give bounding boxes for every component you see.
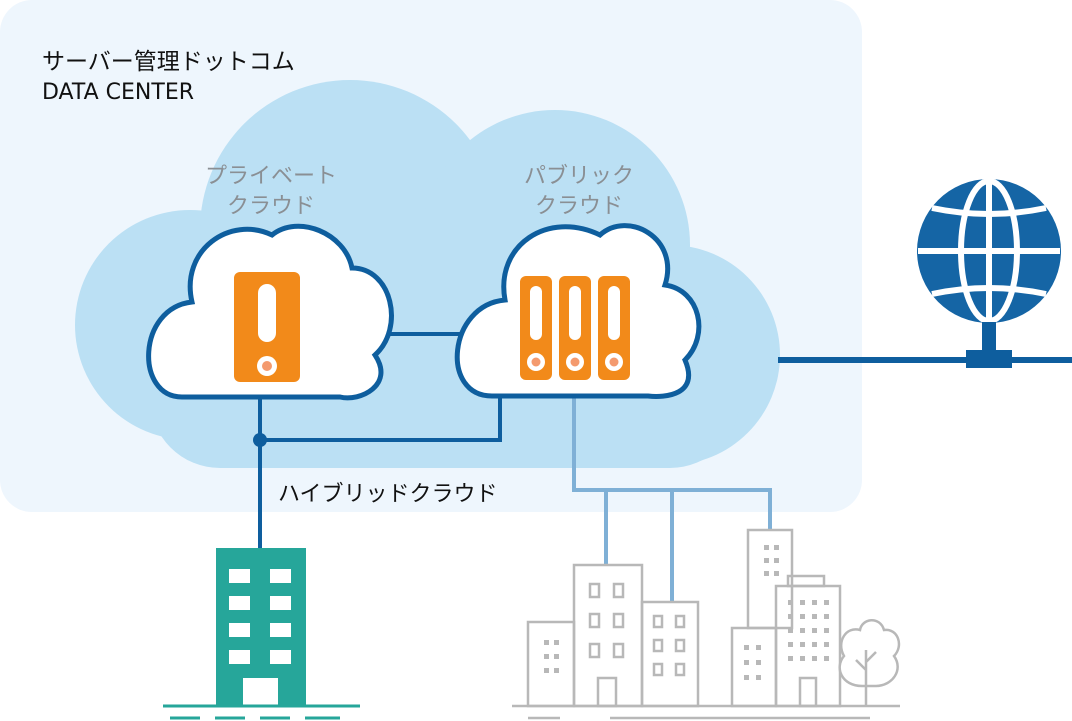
data-center-subtitle: DATA CENTER <box>42 80 195 105</box>
server-rack-icon <box>520 276 630 380</box>
city-buildings-icon <box>512 528 900 720</box>
office-building-icon <box>163 548 360 720</box>
hybrid-junction-dot <box>253 433 267 447</box>
data-center-title: サーバー管理ドットコム <box>42 49 295 75</box>
tree-icon <box>838 619 901 706</box>
city-window-dots <box>544 545 829 680</box>
globe-icon <box>917 178 1061 368</box>
public-cloud-label: パブリック クラウド <box>494 162 664 222</box>
public-cloud-label-line2: クラウド <box>534 194 623 219</box>
private-cloud-label-line1: プライベート <box>204 164 337 189</box>
server-icon <box>234 272 300 382</box>
hybrid-cloud-label: ハイブリッドクラウド <box>278 482 498 507</box>
private-cloud-label-line2: クラウド <box>226 194 315 219</box>
city-windows <box>588 582 686 677</box>
public-cloud-label-line1: パブリック <box>523 164 634 189</box>
private-cloud-label: プライベート クラウド <box>186 162 356 222</box>
